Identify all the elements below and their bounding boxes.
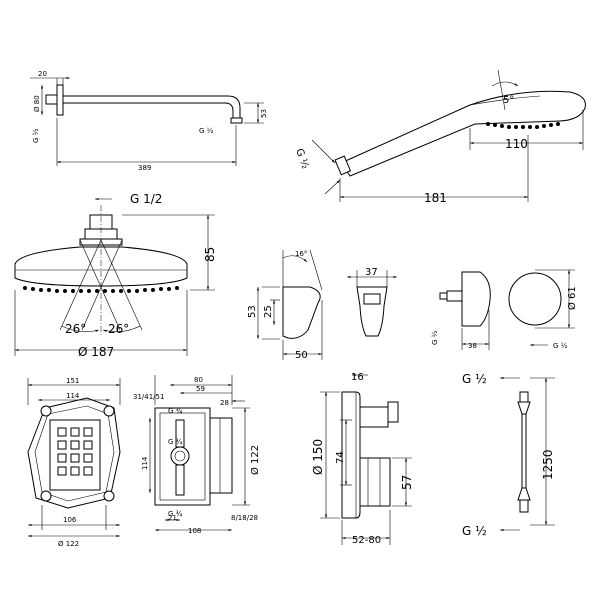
hand-shower-nozzles <box>486 122 560 129</box>
box-side-valve <box>170 446 190 466</box>
hose-bottom-nut <box>519 499 529 513</box>
thermostat-range-dim: 52-80 <box>352 535 381 546</box>
box-side-thread-bottom: G ¾ <box>168 510 183 518</box>
hand-shower-drawing: G ½ 5° 110 181 <box>293 69 586 205</box>
holder-depth-dim: 25 <box>263 305 274 318</box>
box-side-108-dim: 108 <box>188 527 201 535</box>
holder-height-dim: 53 <box>247 305 258 318</box>
arm-wall-connector <box>45 94 58 105</box>
thermostat-lower-knob <box>359 457 391 507</box>
outlet-thread-tip <box>439 292 448 300</box>
holder-side-view <box>282 286 321 339</box>
arm-height-dim: Ø 80 <box>33 95 41 112</box>
head-angle-right: 26° <box>108 322 129 336</box>
hose-thread-bottom: G ½ <box>462 524 487 538</box>
arm-length-dim: 389 <box>138 164 151 172</box>
arm-thread-left: G ½ <box>32 128 40 143</box>
thermostat-drawing: 16 Ø 150 74 57 52-80 <box>311 372 414 546</box>
box-side-drawing: 80 59 31/41/51 28 G ¾ G ¾ G ¾ 114 Ø 122 … <box>133 375 261 535</box>
outlet-depth-dim: 38 <box>468 342 477 350</box>
box-bottom-width-dim: 106 <box>63 516 77 524</box>
holder-top-width-dim: 37 <box>365 267 378 278</box>
holder-front-slot <box>363 293 381 305</box>
box-side-thread-top: G ¾ <box>168 407 183 415</box>
wall-holder-drawing: 16° 53 25 50 37 <box>247 249 397 361</box>
outlet-thread-left: G ½ <box>431 330 439 345</box>
holder-angle: 16° <box>295 250 307 258</box>
hose-thread-top: G ½ <box>462 372 487 386</box>
thermostat-top-dim: 16 <box>351 372 364 383</box>
hand-shower-thread-label: G ½ <box>293 147 311 171</box>
box-side-variants-top: 31/41/51 <box>133 393 164 401</box>
shower-arm-drawing: 20 Ø 80 G ½ G ½ 53 389 <box>30 70 268 172</box>
outlet-front-view <box>508 272 562 326</box>
hose-length-dim: 1250 <box>541 449 555 480</box>
head-height-dim: 85 <box>203 247 217 262</box>
head-thread-label: G 1/2 <box>130 192 162 206</box>
head-shower-plate <box>14 246 188 287</box>
box-outer-width-dim: 151 <box>66 377 79 385</box>
head-angle-left: 26° <box>65 322 86 336</box>
box-side-59-dim: 59 <box>196 385 205 393</box>
box-side-80-dim: 80 <box>194 376 203 384</box>
head-shower-nozzles <box>23 286 179 293</box>
holder-width-dim: 50 <box>295 350 308 361</box>
box-grid-holes <box>57 427 93 476</box>
hand-shower-thread-end <box>334 155 352 176</box>
hand-shower-angle: 5° <box>503 95 514 106</box>
box-side-114-dim: 114 <box>141 456 149 470</box>
thermostat-upper-handle <box>359 406 389 428</box>
box-side-28-dim: 28 <box>220 399 229 407</box>
outlet-side-view <box>461 271 491 327</box>
arm-tube-top <box>63 95 241 118</box>
outlet-thread-stub <box>446 290 463 302</box>
box-side-thread-mid: G ¾ <box>168 438 183 446</box>
hand-shower-body <box>340 90 586 177</box>
arm-flange-dim: 20 <box>38 70 47 78</box>
box-side-122-dim: Ø 122 <box>249 445 261 475</box>
box-side-cover <box>209 417 233 494</box>
hose-drawing: G ½ 1250 G ½ <box>462 372 555 538</box>
hand-shower-head-dim: 110 <box>505 137 528 151</box>
arm-tube-bottom <box>63 102 234 118</box>
wall-outlet-drawing: Ø 61 G ½ 38 G ½ <box>431 269 578 350</box>
head-diameter-dim: Ø 187 <box>78 345 114 359</box>
box-front-drawing: 151 114 106 Ø 122 <box>27 377 121 548</box>
thermostat-57-dim: 57 <box>400 475 414 490</box>
head-shower-drawing: 26° 26° G 1/2 85 Ø 187 <box>14 192 217 359</box>
arm-end-nut <box>230 117 243 124</box>
box-side-21-dim: 21 <box>168 514 177 522</box>
box-diameter-dim: Ø 122 <box>58 540 79 548</box>
arm-drop-dim: 53 <box>260 109 268 118</box>
box-side-variants-bottom: 8/18/28 <box>231 514 258 522</box>
outlet-diameter-dim: Ø 61 <box>566 286 578 310</box>
thermostat-74-dim: 74 <box>335 451 346 464</box>
hose-top-nut <box>519 391 529 403</box>
hand-shower-length-dim: 181 <box>424 191 447 205</box>
outlet-thread-right: G ½ <box>553 342 568 350</box>
thermostat-diameter-dim: Ø 150 <box>311 439 325 475</box>
arm-thread-right: G ½ <box>199 127 214 135</box>
arm-wall-flange <box>56 84 64 116</box>
box-inner-width-dim: 114 <box>66 392 80 400</box>
